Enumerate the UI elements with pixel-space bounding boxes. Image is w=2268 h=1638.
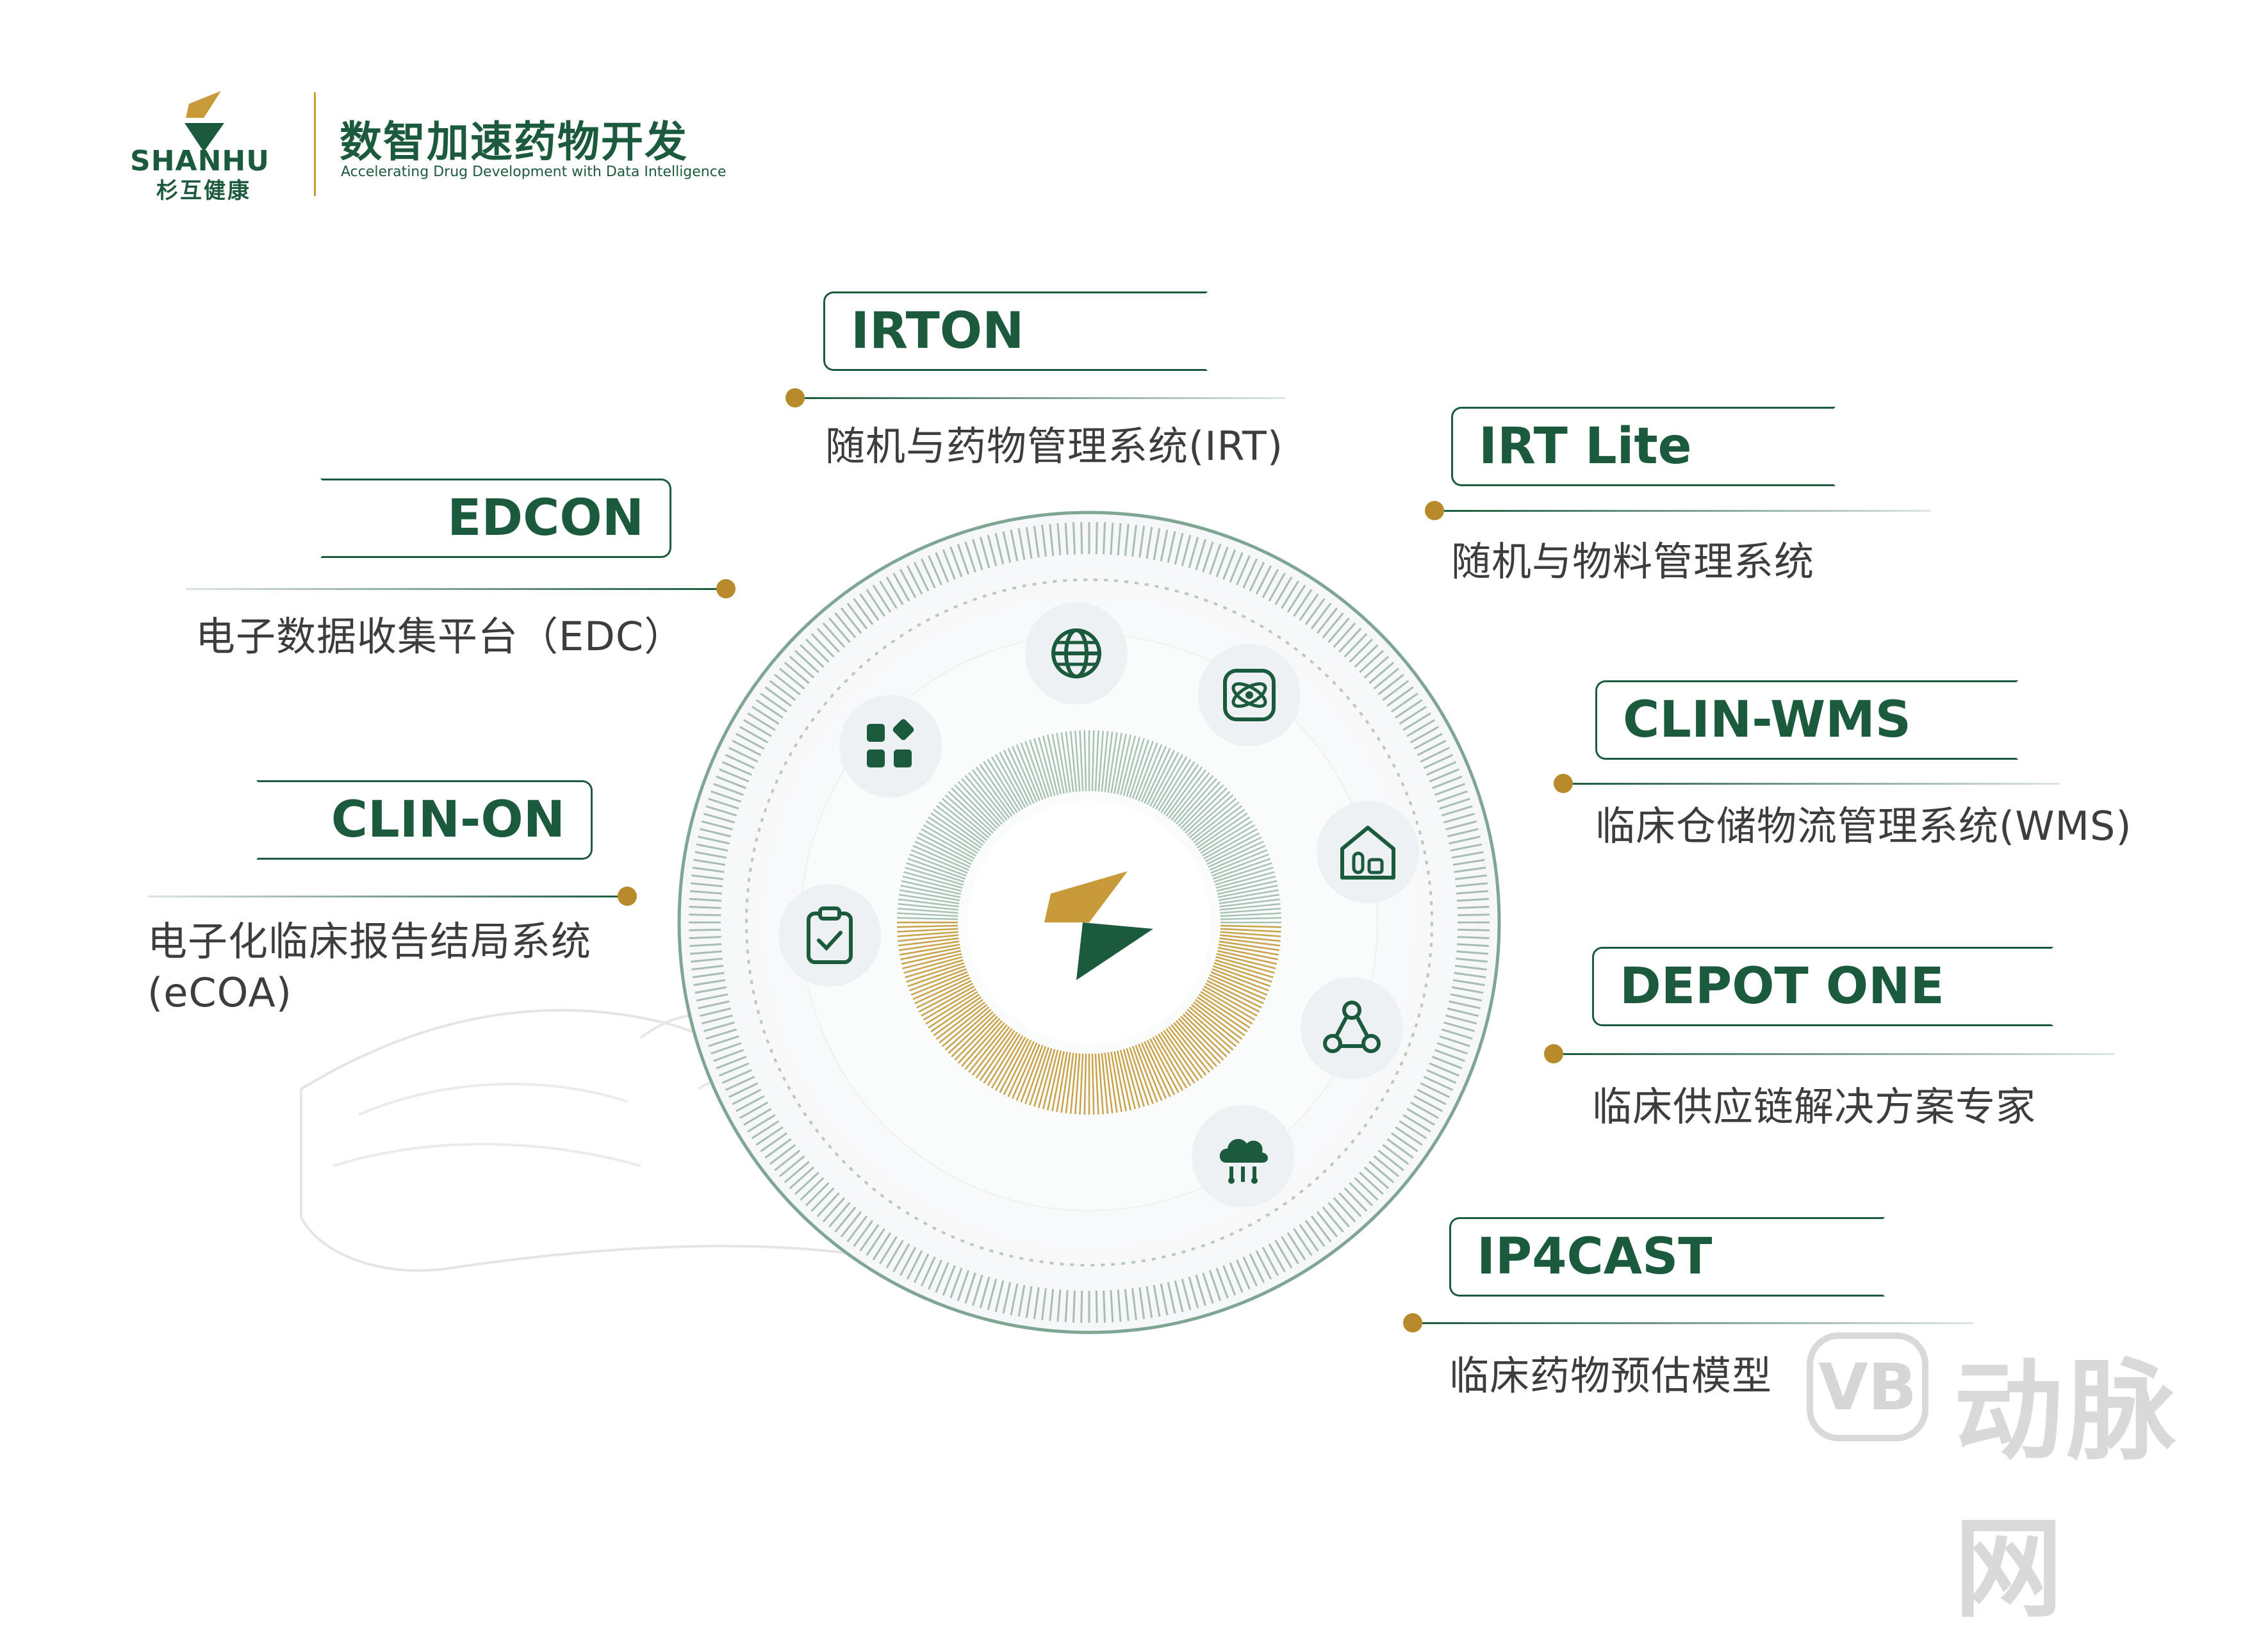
product-name-depot-one: DEPOT ONE — [1620, 958, 1944, 1015]
watermark-text: 动脉网 — [1954, 1348, 2180, 1633]
warehouse-icon — [1340, 826, 1395, 880]
brand-chinese-name: 杉互健康 — [156, 178, 251, 204]
product-tag-ip4cast: IP4CAST — [1449, 1217, 1885, 1297]
page-title: 数智加速药物开发 — [340, 117, 688, 167]
product-desc-depot-one: 临床供应链解决方案专家 — [1592, 1083, 2037, 1130]
atom-icon — [1223, 669, 1276, 721]
brand-wordmark: SHANHU — [130, 145, 270, 177]
network-icon — [1323, 1001, 1381, 1053]
connector-dot-clin-wms — [1554, 774, 1573, 793]
connector-line-irton — [805, 397, 1285, 399]
connector-line-edcon — [186, 588, 718, 590]
globe-icon-bubble — [1025, 602, 1128, 705]
connector-line-clin-wms — [1573, 783, 2060, 785]
product-tag-clin-wms: CLIN-WMS — [1595, 680, 2018, 760]
product-name-clin-on: CLIN-ON — [331, 791, 565, 849]
connector-line-irt-lite — [1444, 510, 1931, 512]
product-tag-irton: IRTON — [823, 291, 1208, 371]
clipboard-check-icon — [807, 906, 853, 964]
globe-icon — [1051, 628, 1101, 678]
connector-line-clin-on — [147, 896, 629, 897]
connector-line-depot-one — [1563, 1053, 2114, 1055]
product-tag-clin-on: CLIN-ON — [256, 780, 593, 860]
product-name-irt-lite: IRT Lite — [1479, 418, 1692, 475]
clipboard-icon-bubble — [778, 884, 881, 987]
connector-dot-edcon — [716, 579, 735, 598]
product-desc-clin-on-line1: 电子化临床报告结局系统 — [147, 918, 592, 965]
product-desc-irt-lite: 随机与物料管理系统 — [1451, 538, 1815, 585]
product-name-irton: IRTON — [851, 302, 1024, 360]
atom-icon-bubble — [1198, 644, 1301, 746]
product-desc-clin-wms: 临床仓储物流管理系统(WMS) — [1595, 803, 2132, 849]
product-desc-clin-on-line2: (eCOA) — [147, 969, 292, 1016]
header-divider — [314, 92, 316, 196]
apps-icon — [867, 719, 914, 767]
product-tag-irt-lite: IRT Lite — [1451, 407, 1836, 486]
connector-dot-clin-on — [618, 887, 637, 906]
connector-dot-depot-one — [1544, 1044, 1563, 1063]
product-desc-irton: 随机与药物管理系统(IRT) — [825, 423, 1284, 470]
product-tag-depot-one: DEPOT ONE — [1592, 947, 2053, 1026]
page-subtitle: Accelerating Drug Development with Data … — [341, 164, 727, 180]
product-desc-ip4cast: 临床药物预估模型 — [1449, 1352, 1773, 1399]
apps-icon-bubble — [839, 695, 942, 798]
product-name-edcon: EDCON — [447, 489, 644, 547]
watermark-badge: VB — [1807, 1332, 1928, 1441]
product-desc-edcon: 电子数据收集平台（EDC） — [195, 613, 685, 660]
product-tag-edcon: EDCON — [320, 479, 671, 558]
hub-inner-ticks — [897, 730, 1281, 1115]
network-icon-bubble — [1301, 977, 1403, 1079]
hub-center-logo-icon — [1044, 871, 1153, 980]
product-name-ip4cast: IP4CAST — [1477, 1228, 1713, 1286]
connector-dot-ip4cast — [1403, 1313, 1422, 1332]
connector-dot-irt-lite — [1425, 501, 1444, 520]
cloud-icon — [1219, 1139, 1268, 1184]
hub-outer-ticks — [689, 522, 1490, 1323]
warehouse-icon-bubble — [1317, 801, 1419, 903]
connector-dot-irton — [785, 388, 805, 407]
shanhu-logo-icon — [185, 91, 224, 152]
cloud-icon-bubble — [1192, 1105, 1294, 1208]
connector-line-ip4cast — [1422, 1322, 1973, 1324]
product-name-clin-wms: CLIN-WMS — [1623, 691, 1911, 749]
hub-dashed-ring — [745, 578, 1433, 1266]
